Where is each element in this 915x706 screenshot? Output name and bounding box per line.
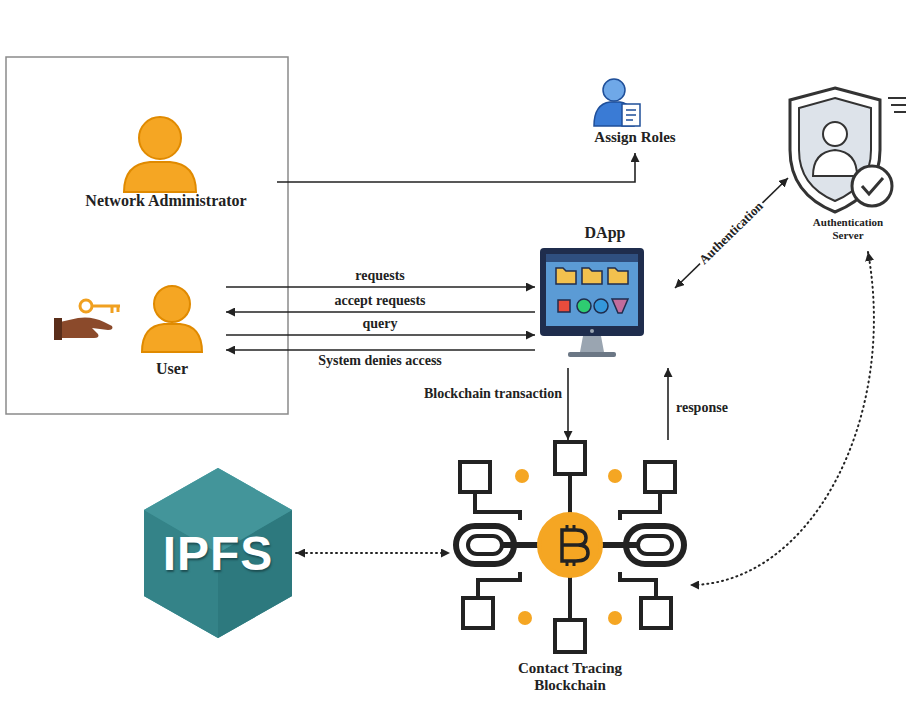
node-label: IPFS — [163, 530, 274, 578]
icon-part — [546, 254, 638, 262]
icon-part — [641, 598, 671, 628]
icon-part — [144, 468, 292, 638]
connector — [226, 349, 535, 351]
connector — [667, 368, 669, 440]
icon-part — [142, 324, 202, 352]
server-node: Authentication Server — [788, 82, 908, 252]
node-label: Network Administrator — [85, 192, 246, 210]
icon-part — [124, 162, 196, 192]
node-label: Authentication Server — [800, 216, 896, 241]
dapp-node: DApp — [535, 222, 675, 368]
actor-node: Network Administrator — [55, 112, 277, 220]
icon-part — [645, 462, 675, 492]
edge-label: query — [363, 316, 398, 332]
ipfs-logo — [144, 468, 292, 638]
icon-part — [594, 299, 608, 313]
connector — [675, 178, 788, 288]
icon-part — [862, 178, 883, 194]
monitor-icon — [540, 248, 644, 357]
icon-part — [540, 248, 644, 336]
connector — [226, 286, 535, 288]
icon-part — [813, 150, 857, 176]
connector — [296, 552, 450, 554]
node-label: DApp — [585, 224, 626, 242]
node-label: Contact Tracing Blockchain — [495, 660, 645, 695]
icon-part — [567, 525, 574, 566]
icon-part — [139, 117, 181, 159]
connector — [226, 334, 535, 336]
connector — [277, 153, 635, 182]
blockchain-icon — [456, 442, 684, 652]
icon-part — [478, 572, 656, 620]
storage-node: IPFS — [140, 468, 296, 638]
icon-part — [626, 110, 636, 120]
icon-part — [608, 268, 628, 284]
edge-label: Authentication — [695, 197, 768, 268]
icon-part — [558, 300, 570, 312]
key-hand-icon — [54, 300, 120, 340]
icon-part — [515, 469, 529, 483]
icon-part — [580, 336, 604, 352]
edge-label: response — [676, 400, 728, 416]
icon-part — [539, 514, 601, 576]
icon-part — [582, 268, 602, 284]
icon-part — [823, 122, 847, 146]
icon-part — [556, 268, 576, 284]
icon-part — [92, 306, 120, 313]
icon-part — [60, 318, 113, 339]
edge-label: requests — [355, 268, 405, 284]
user-icon — [142, 286, 202, 352]
node-label: User — [156, 360, 188, 378]
icon-part — [888, 98, 906, 112]
actor-node: User — [118, 280, 226, 382]
icon-part — [468, 536, 502, 554]
icon-part — [568, 352, 616, 357]
icon-part — [154, 286, 190, 322]
icon-part — [546, 254, 638, 326]
icon-part — [555, 442, 585, 474]
admin-icon — [124, 117, 196, 192]
icon-part — [608, 469, 622, 483]
icon-part — [590, 329, 594, 333]
role-node: Assign Roles — [575, 75, 695, 153]
node-label: Assign Roles — [594, 129, 675, 146]
icon-part — [80, 300, 92, 312]
icon-part — [555, 620, 585, 652]
auth-server-icon — [790, 88, 906, 212]
icon-part — [638, 536, 672, 554]
actor-panel — [6, 57, 288, 414]
edge-label: System denies access — [318, 353, 442, 369]
assign-roles-icon — [594, 79, 640, 126]
icon-part — [460, 462, 490, 492]
icon-part — [144, 468, 292, 638]
connector — [226, 311, 535, 313]
edge-label: accept requests — [334, 293, 425, 309]
edge-label: Blockchain transaction — [424, 386, 562, 402]
connector — [567, 368, 569, 440]
icon-part — [603, 79, 625, 101]
icon-part — [577, 299, 591, 313]
icon-part — [463, 598, 493, 628]
icon-part — [562, 530, 588, 561]
icon-part — [852, 166, 892, 206]
blockchain-node: Contact Tracing Blockchain — [450, 440, 690, 704]
connector — [690, 252, 874, 585]
icon-part — [608, 611, 622, 625]
icon-part — [622, 104, 640, 126]
icon-part — [54, 318, 62, 340]
icon-part — [612, 299, 628, 313]
icon-part — [518, 611, 532, 625]
